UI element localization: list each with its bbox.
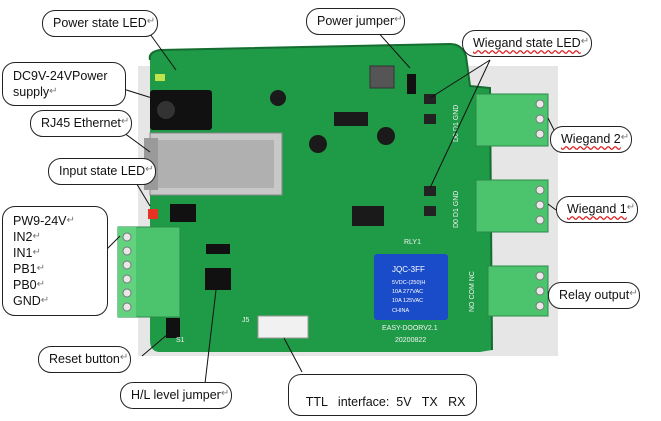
power-supply-line2: supply — [13, 85, 50, 99]
reset-button-label: Reset button — [49, 352, 120, 366]
w1-pins: D0 D1 GND — [453, 191, 460, 228]
s1-label: S1 — [176, 337, 185, 344]
pin-gnd: GND↵ — [13, 294, 50, 308]
power-state-led — [155, 74, 165, 81]
board-model: EASY-DOORV2.1 — [382, 325, 438, 332]
callout-relay-output: Relay output↵ — [548, 282, 641, 309]
wiegand2-terminal — [475, 93, 549, 147]
rly-label: RLY1 — [404, 239, 421, 246]
relay-line2: 10A 277VAC — [392, 289, 423, 295]
input-state-led — [148, 209, 158, 219]
wiegand1-label: Wiegand 1 — [567, 202, 627, 216]
w2-pins: D0 D1 GND — [453, 105, 460, 142]
power-supply-line1: DC9V-24VPower — [13, 69, 108, 83]
callout-input-pins: PW9-24V↵ IN2↵ IN1↵ PB1↵ PB0↵ GND↵ — [2, 206, 108, 316]
wiegand1-terminal — [475, 179, 549, 233]
callout-wiegand-state-led: Wiegand state LED↵ — [462, 30, 592, 57]
pin-in2: IN2↵ — [13, 230, 41, 244]
reset-button — [166, 318, 180, 338]
hl-jumper — [205, 268, 231, 290]
wiegand-state-led-label: Wiegand state LED — [473, 36, 581, 50]
relay-line1: 5VDC-(250)H — [392, 280, 425, 286]
rj45-label: RJ45 Ethernet — [41, 116, 121, 130]
dc-jack — [150, 90, 212, 130]
input-state-led-label: Input state LED — [59, 164, 146, 178]
pin-pb0: PB0↵ — [13, 278, 46, 292]
power-jumper — [407, 74, 416, 94]
hl-jumper-label: H/L level jumper — [131, 388, 221, 402]
callout-power-jumper: Power jumper↵ — [306, 8, 406, 35]
callout-reset-button: Reset button↵ — [38, 346, 131, 373]
power-state-led-label: Power state LED — [53, 16, 147, 30]
callout-power-supply: DC9V-24VPower supply↵ — [2, 62, 126, 106]
ttl-header — [257, 315, 309, 339]
callout-ttl-interface: TTL interface: 5V TX RX — [288, 374, 477, 416]
rj45-port — [144, 132, 283, 196]
callout-hl-jumper: H/L level jumper↵ — [120, 382, 232, 409]
pin-in1: IN1↵ — [13, 246, 41, 260]
relay-conn-pins: NO COM NC — [469, 271, 476, 312]
callout-power-state-led: Power state LED↵ — [42, 10, 158, 37]
relay — [374, 254, 448, 320]
relay-line3: 10A 125VAC — [392, 298, 423, 304]
j5-label: J5 — [242, 317, 250, 324]
pin-pw: PW9-24V↵ — [13, 214, 75, 228]
wiegand2-label: Wiegand 2 — [561, 132, 621, 146]
relay-brand: JQC-3FF — [392, 265, 425, 274]
pin-pb1: PB1↵ — [13, 262, 46, 276]
ttl-interface-label: TTL interface: 5V TX RX — [305, 395, 466, 409]
relay-output-label: Relay output — [559, 288, 630, 302]
callout-rj45: RJ45 Ethernet↵ — [30, 110, 132, 137]
input-terminal-block — [117, 226, 181, 318]
callout-wiegand1: Wiegand 1↵ — [556, 196, 638, 223]
board-date: 20200822 — [395, 337, 426, 344]
relay-terminal — [487, 265, 549, 317]
callout-wiegand2: Wiegand 2↵ — [550, 126, 632, 153]
callout-input-state-led: Input state LED↵ — [48, 158, 157, 185]
relay-country: CHINA — [392, 308, 409, 314]
power-jumper-label: Power jumper — [317, 14, 395, 28]
